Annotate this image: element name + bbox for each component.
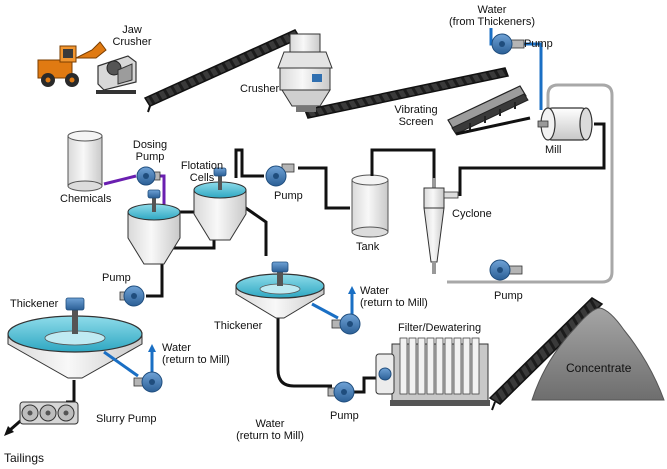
cone-crusher [277, 33, 333, 112]
label-thickener-mid: Thickener [214, 320, 263, 332]
hydrocyclone [423, 178, 459, 274]
pump-water-return-left [133, 371, 163, 393]
water-arrow-left [148, 344, 156, 352]
water-return-lines [103, 292, 354, 378]
label-water-return-bottom: Water(return to Mill) [236, 418, 304, 442]
label-water-from-thickeners: Water(from Thickeners) [449, 4, 535, 28]
concentrate-pile [531, 307, 665, 401]
thickener-middle [235, 261, 325, 319]
pipe-pump-to-flotation [234, 148, 264, 178]
chemicals-tank [67, 130, 103, 192]
pump-thickener-left-feed [119, 285, 145, 307]
pipe-flotation-to-thickener-mid [239, 202, 268, 256]
pump-cyclone-feed [489, 259, 523, 281]
label-water-return-left: Water(return to Mill) [162, 342, 230, 366]
pipe-pump-to-thickener-left [146, 282, 164, 298]
jaw-crusher [96, 55, 137, 94]
vibrating-screen [447, 85, 531, 136]
label-thickener-left: Thickener [10, 298, 59, 310]
chemical-line [103, 174, 137, 186]
loader-truck [37, 41, 107, 87]
conveyor-crusher-to-screen [303, 67, 510, 119]
pump-filter-feed [327, 381, 355, 403]
label-slurry-pump: Slurry Pump [96, 413, 157, 425]
label-tank: Tank [356, 241, 380, 253]
pipe-thickener-left-out [66, 380, 76, 404]
mill-return-line [447, 83, 614, 284]
ball-mill [537, 107, 593, 141]
label-pump-top: Pump [524, 38, 553, 50]
pump-dosing [136, 166, 161, 186]
pump-water-top [491, 33, 525, 55]
slurry-pipes [9, 122, 606, 432]
pipe-pump-to-filter [350, 376, 382, 394]
label-pump-cyclone: Pump [494, 290, 523, 302]
tailings-arrow [4, 426, 14, 436]
label-chemicals: Chemicals [60, 193, 112, 205]
conveyor-to-concentrate [488, 297, 604, 411]
water-arrow-mid [348, 286, 356, 294]
label-concentrate: Concentrate [566, 361, 632, 375]
storage-tank [351, 174, 389, 238]
pump-flotation-feed [265, 163, 295, 187]
label-tailings: Tailings [4, 451, 45, 465]
filter-press [375, 337, 490, 406]
pipe-cyclone-to-tank [370, 148, 436, 178]
label-pump-left: Pump [102, 272, 131, 284]
conveyor-jaw-to-crusher [143, 29, 302, 113]
pipe-thickener-mid-to-pump [276, 318, 332, 388]
slurry-pump [19, 401, 79, 425]
flotation-cell-1 [127, 189, 181, 265]
label-filter-dewatering: Filter/Dewatering [398, 322, 482, 334]
pipe-tank-to-pump [298, 166, 350, 210]
thickener-left [7, 297, 143, 379]
label-mill: Mill [545, 144, 562, 156]
label-cyclone: Cyclone [452, 208, 492, 220]
label-crusher: Crusher [240, 83, 280, 95]
pipe-mill-to-cyclone [458, 122, 606, 196]
label-pump-flotation: Pump [274, 190, 303, 202]
flotation-cell-2 [193, 167, 247, 241]
label-pump-bottom: Pump [330, 410, 359, 422]
label-water-return-mid: Water(return to Mill) [360, 285, 428, 309]
pump-water-return-mid [331, 313, 361, 335]
